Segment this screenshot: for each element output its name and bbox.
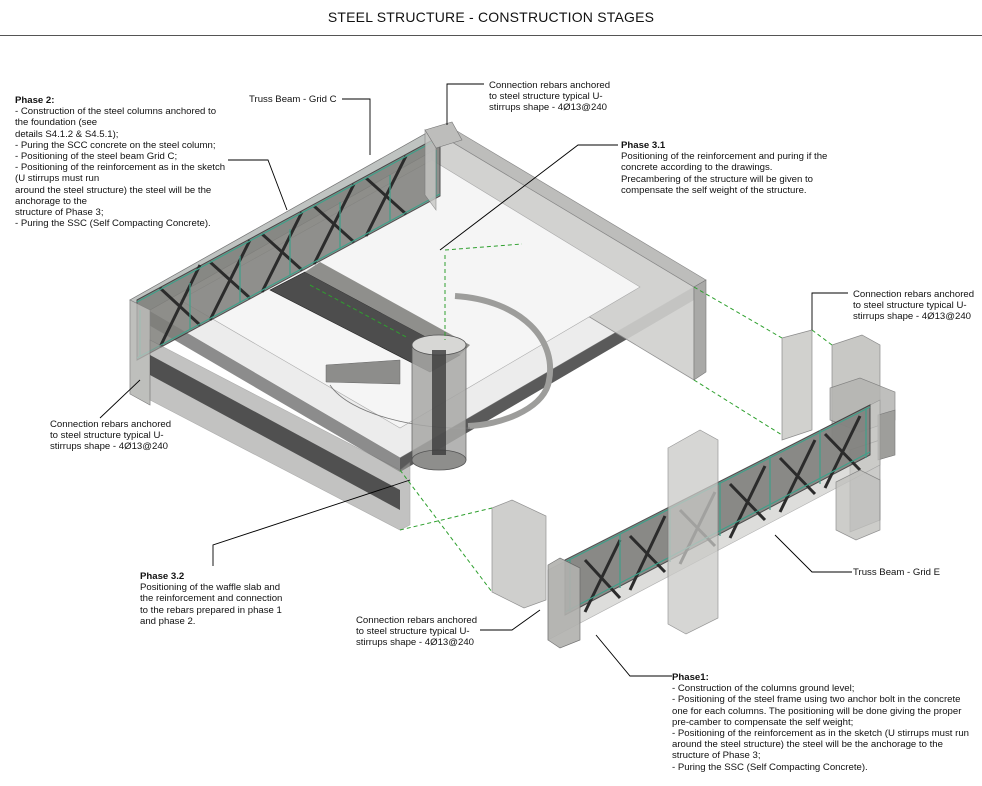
connection-line: Connection rebars anchored xyxy=(489,80,611,91)
slab-edge-front-left xyxy=(130,300,400,472)
steel-beam-inner-light xyxy=(305,262,470,355)
leader-truss-e xyxy=(774,534,852,573)
leader-conn-left xyxy=(99,379,141,419)
annotation-phase31: Phase 3.1 Positioning of the reinforceme… xyxy=(621,140,827,196)
central-column-steel xyxy=(432,350,446,455)
annotation-truss-grid-c: Truss Beam - Grid C xyxy=(249,94,337,105)
phase1-line: around the steel structure) the steel wi… xyxy=(672,739,943,751)
leader-conn-bottom xyxy=(480,609,541,631)
leader-lines xyxy=(99,83,852,677)
column-corner-body xyxy=(424,128,437,211)
column-e-left xyxy=(491,499,547,609)
leader-phase32 xyxy=(212,479,411,566)
connection-line: stirrups shape - 4Ø13@240 xyxy=(853,311,971,323)
phase2-line: - Puring the SCC concrete on the steel c… xyxy=(15,139,216,151)
leader-truss-c xyxy=(342,98,371,155)
phase2-line: structure of Phase 3; xyxy=(15,207,104,219)
phase1-line: - Positioning of the steel frame using t… xyxy=(672,694,961,706)
phase31-heading: Phase 3.1 xyxy=(621,140,666,151)
phase2-line: around the steel structure) the steel wi… xyxy=(15,184,212,196)
connection-line: to steel structure typical U- xyxy=(853,300,967,312)
truss-grid-c-braces xyxy=(158,155,408,348)
connection-line: to steel structure typical U- xyxy=(356,626,470,638)
beam-front-left-dark xyxy=(150,355,400,510)
connection-line: stirrups shape - 4Ø13@240 xyxy=(356,637,474,649)
wall-end-right xyxy=(693,279,707,381)
phase31-line: Precambering of the structure will be gi… xyxy=(621,173,813,185)
leader-conn-top xyxy=(446,83,484,125)
column-e-endcap xyxy=(547,557,581,649)
phase2-line: the foundation (see xyxy=(15,117,98,129)
arc-wall xyxy=(454,293,553,429)
phase1-line: one for each columns. The positioning wi… xyxy=(672,705,962,717)
leader-phase31 xyxy=(439,144,618,251)
column-right-e xyxy=(877,409,896,461)
phase1-heading: Phase1: xyxy=(672,672,709,683)
phase32-line: and phase 2. xyxy=(140,615,196,627)
phase2-line: (U stirrups must run xyxy=(15,173,100,185)
column-right-a xyxy=(781,329,813,441)
phase32-heading: Phase 3.2 xyxy=(140,571,185,582)
drawing-title: STEEL STRUCTURE - CONSTRUCTION STAGES xyxy=(327,9,655,25)
phase31-line: compensate the self weight of the struct… xyxy=(621,184,807,196)
leader-phase1 xyxy=(595,634,672,677)
phase2-line: - Construction of the steel columns anch… xyxy=(15,106,217,118)
annotation-connection-bottom: Connection rebars anchored to steel stru… xyxy=(356,615,477,649)
alignment-guides xyxy=(309,243,833,593)
phase31-line: Positioning of the reinforcement and pur… xyxy=(621,151,828,163)
leader-conn-right xyxy=(811,292,848,330)
phase32-line: the reinforcement and connection xyxy=(140,593,283,605)
connection-line: to steel structure typical U- xyxy=(50,430,164,442)
leader-phase2 xyxy=(228,159,288,211)
title-rule xyxy=(0,35,982,36)
phase1-line: - Positioning of the reinforcement as in… xyxy=(672,728,969,740)
phase32-line: to the rebars prepared in phase 1 xyxy=(140,604,282,616)
connection-line: Connection rebars anchored xyxy=(356,615,478,626)
annotation-connection-top: Connection rebars anchored to steel stru… xyxy=(489,80,610,114)
column-e-right xyxy=(835,469,881,541)
annotation-phase2: Phase 2: - Construction of the steel col… xyxy=(15,95,225,229)
connection-line: to steel structure typical U- xyxy=(489,91,603,103)
connection-line: stirrups shape - 4Ø13@240 xyxy=(50,441,168,453)
connection-line: Connection rebars anchored xyxy=(50,419,172,430)
annotation-phase32: Phase 3.2 Positioning of the waffle slab… xyxy=(140,571,282,627)
phase31-line: concrete according to the drawings. xyxy=(621,162,773,174)
phase2-line: - Positioning of the reinforcement as in… xyxy=(15,162,226,174)
annotation-truss-grid-e: Truss Beam - Grid E xyxy=(853,567,941,578)
column-left-box xyxy=(129,299,151,406)
phase1-line: - Puring the SSC (Self Compacting Concre… xyxy=(672,761,868,773)
phase2-heading: Phase 2: xyxy=(15,95,55,106)
connection-line: stirrups shape - 4Ø13@240 xyxy=(489,102,607,114)
connection-line: Connection rebars anchored xyxy=(853,289,975,300)
phase1-line: structure of Phase 3; xyxy=(672,750,761,762)
phase1-line: - Construction of the columns ground lev… xyxy=(672,683,855,695)
phase2-line: - Puring the SSC (Self Compacting Concre… xyxy=(15,218,211,230)
annotation-phase1: Phase1: - Construction of the columns gr… xyxy=(672,672,969,773)
annotation-connection-right: Connection rebars anchored to steel stru… xyxy=(853,289,974,323)
column-e-mid xyxy=(667,429,719,635)
phase2-line: - Positioning of the steel beam Grid C; xyxy=(15,151,178,163)
phase2-line: anchorage to the xyxy=(15,195,88,207)
phase32-line: Positioning of the waffle slab and xyxy=(140,582,281,594)
phase2-line: details S4.1.2 & S4.5.1); xyxy=(15,128,119,140)
annotation-connection-left: Connection rebars anchored to steel stru… xyxy=(50,419,171,453)
small-slab-wing xyxy=(325,359,401,385)
phase1-line: pre-camber to compensate the self weight… xyxy=(672,716,854,728)
